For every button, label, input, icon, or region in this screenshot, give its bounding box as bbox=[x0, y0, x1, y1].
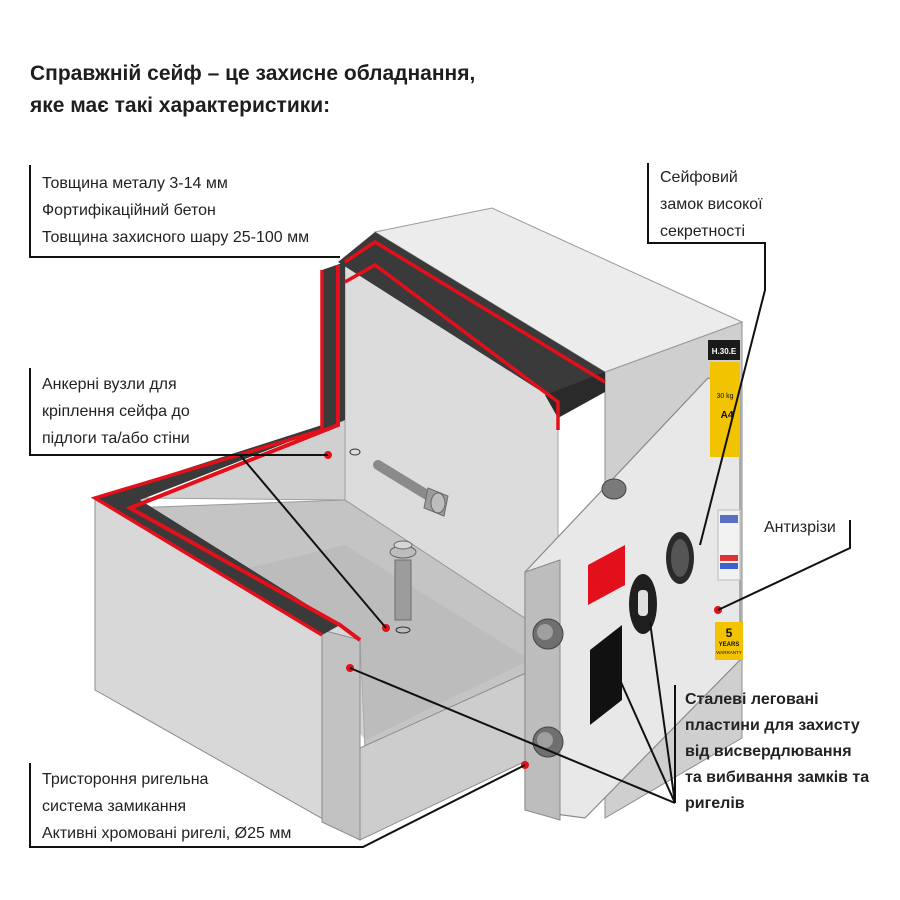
leader-walls bbox=[29, 165, 340, 258]
leader-lines bbox=[29, 163, 851, 848]
safe-front-face bbox=[321, 629, 361, 841]
leader-anchors bbox=[29, 368, 328, 456]
leader-plates-3 bbox=[649, 621, 676, 804]
concrete-layer-left bbox=[322, 262, 345, 430]
warranty-word: YEARS bbox=[719, 642, 740, 648]
leader-bolts bbox=[29, 763, 526, 848]
door-bolt-top bbox=[601, 478, 627, 500]
callout-line: Анкерні вузли для bbox=[42, 376, 177, 393]
callout-anchors: Анкерні вузли для кріплення сейфа до під… bbox=[42, 371, 190, 452]
metal-outline bbox=[344, 262, 560, 430]
callout-line: замок високої bbox=[660, 196, 763, 213]
callout-line: Товщина металу 3-14 мм bbox=[42, 175, 228, 192]
callout-line: пластини для захисту bbox=[685, 717, 860, 734]
callout-line: ригелів bbox=[685, 795, 745, 812]
metal-outline bbox=[344, 239, 606, 384]
anchor-bolt-horizontal bbox=[373, 460, 449, 517]
page-title: Справжній сейф – це захисне обладнання, … bbox=[30, 58, 590, 122]
callout-line: Фортифікаційний бетон bbox=[42, 202, 216, 219]
callout-line: підлоги та/або стіни bbox=[42, 430, 190, 447]
callout-line: Сейфовий bbox=[660, 169, 738, 186]
leader-anticut bbox=[717, 520, 851, 611]
callout-line: та вибивання замків та bbox=[685, 769, 870, 786]
callout-lock: Сейфовий замок високої секретності bbox=[660, 164, 763, 245]
callout-plates: Сталеві леговані пластини для захисту ві… bbox=[685, 687, 869, 817]
anchor-bolt-vertical bbox=[389, 540, 417, 621]
callout-line: Активні хромовані ригелі, Ø25 мм bbox=[42, 825, 292, 842]
weight-label: 30 kg bbox=[716, 393, 733, 400]
keypad-face bbox=[671, 539, 689, 577]
callout-line: від висвердлювання bbox=[685, 743, 852, 760]
callout-walls: Товщина металу 3-14 мм Фортифікаційний б… bbox=[42, 170, 309, 251]
leader-plates-2 bbox=[349, 667, 676, 804]
title-line: яке має такі характеристики: bbox=[30, 94, 331, 117]
warranty-sub: WARRANTY bbox=[716, 650, 742, 655]
metal-outline bbox=[90, 270, 324, 637]
callout-line: Сталеві леговані bbox=[685, 691, 819, 708]
concrete-layer-top-edge bbox=[545, 372, 605, 418]
callout-bolts: Тристороння ригельна система замикання А… bbox=[42, 766, 291, 847]
anchor-hole bbox=[349, 448, 361, 456]
warranty-years: 5 bbox=[726, 626, 733, 640]
safe-door bbox=[524, 377, 741, 821]
door-bolt bbox=[537, 732, 553, 748]
metal-outline bbox=[125, 265, 362, 642]
callout-line: Товщина захисного шару 25-100 мм bbox=[42, 229, 310, 246]
door-bolt bbox=[537, 624, 553, 640]
callout-line: Антизрізи bbox=[764, 519, 836, 536]
leader-anchors-2 bbox=[239, 454, 387, 629]
anchor-hole bbox=[395, 626, 411, 634]
callout-line: система замикання bbox=[42, 798, 187, 815]
model-label: H.30.E bbox=[712, 347, 737, 356]
side-stickers: H.30.E 30 kg A4 5 YEARS WARRANTY bbox=[708, 340, 743, 660]
title-line: Справжній сейф – це захисне обладнання, bbox=[30, 62, 476, 85]
callout-line: Тристороння ригельна bbox=[42, 771, 209, 788]
safe-floor-recess bbox=[240, 545, 530, 740]
door-brand-plate bbox=[590, 625, 622, 725]
leader-lock bbox=[647, 163, 766, 546]
concrete-layer-top bbox=[338, 232, 605, 402]
door-red-sticker bbox=[588, 545, 625, 605]
door-handle-grip bbox=[638, 590, 648, 616]
callout-line: кріплення сейфа до bbox=[42, 403, 190, 420]
paper-size-label: A4 bbox=[721, 410, 734, 421]
callout-line: секретності bbox=[660, 223, 746, 240]
callout-anticut: Антизрізи bbox=[764, 514, 836, 541]
